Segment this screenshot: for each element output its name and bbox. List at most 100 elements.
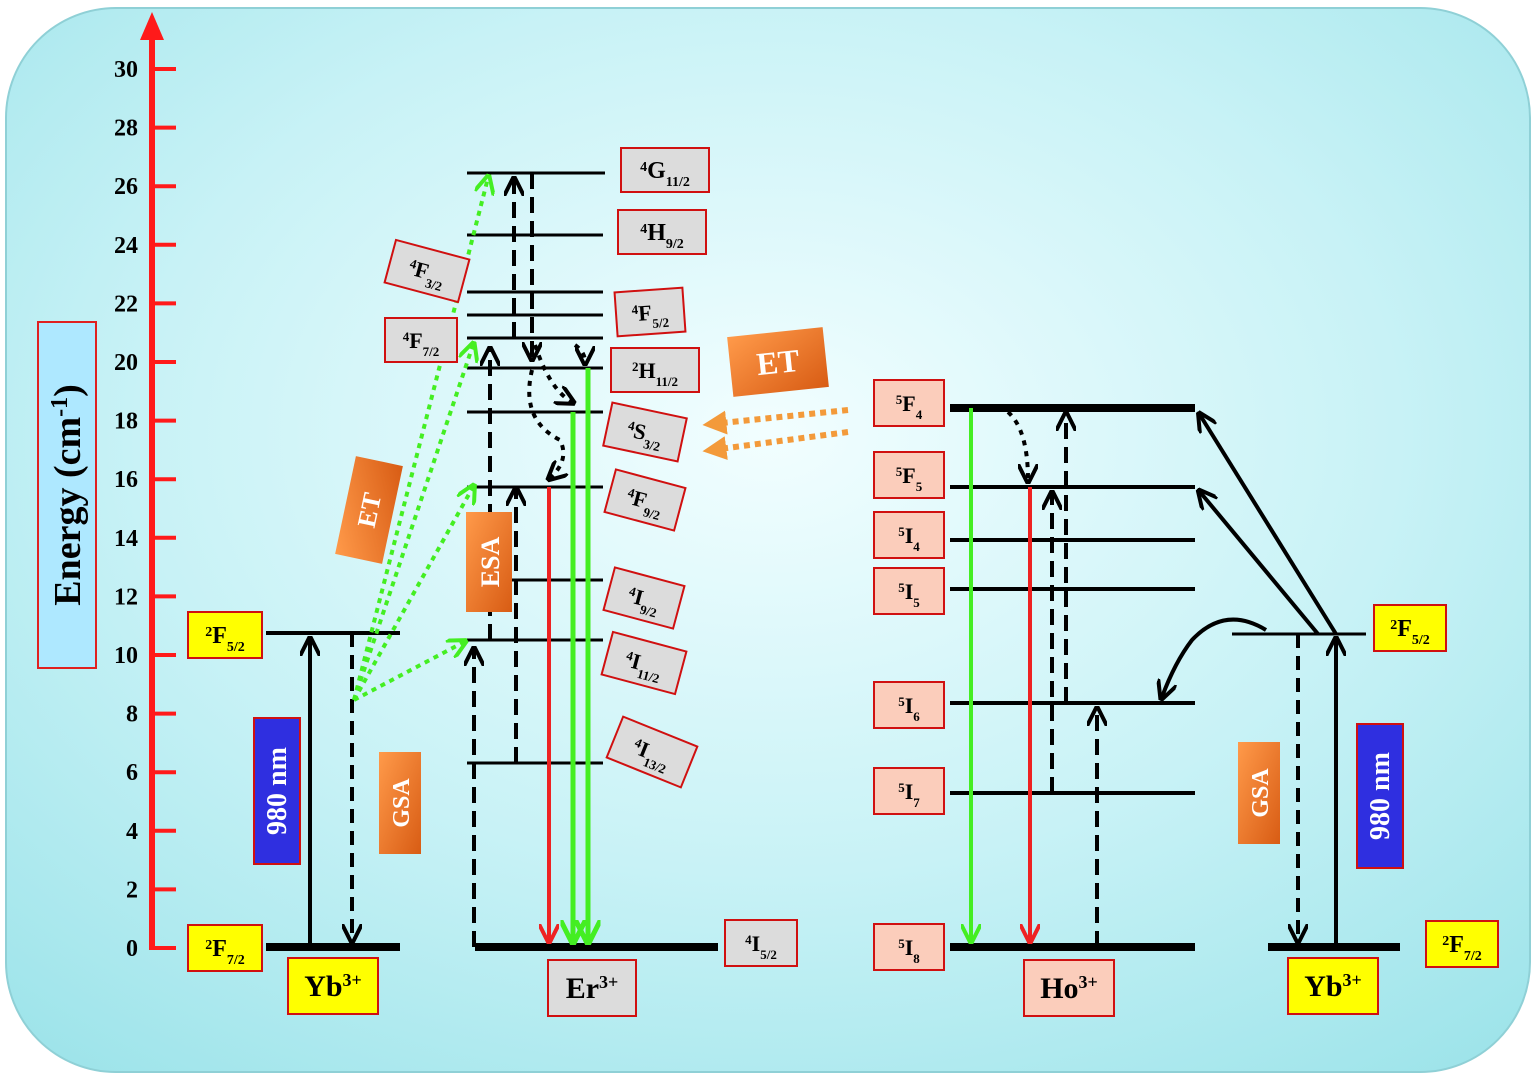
- svg-text:5I6: 5I6: [898, 693, 920, 724]
- ion-charge: 3+: [599, 972, 618, 992]
- er-label-4h9: 4H9/2: [617, 209, 707, 255]
- svg-text:Ho3+: Ho3+: [1040, 972, 1098, 1005]
- axis-tick-label: 24: [114, 233, 138, 259]
- term-main: F: [412, 256, 431, 284]
- wavelength-label: 980 nm: [262, 747, 293, 835]
- svg-text:5I7: 5I7: [898, 779, 920, 810]
- term-sub: 7/2: [227, 953, 245, 968]
- term-main: F: [630, 485, 649, 513]
- term-sub: 9/2: [666, 237, 684, 252]
- axis-tick-label: 30: [114, 57, 138, 83]
- axis-title: Energy (cm-1): [37, 321, 97, 669]
- svg-text:4F5/2: 4F5/2: [631, 299, 670, 332]
- term-prefix: 5: [898, 580, 905, 595]
- term-prefix: 4: [631, 301, 639, 316]
- ion-label-yb-left: Yb3+: [287, 957, 379, 1015]
- svg-text:4S3/2: 4S3/2: [624, 417, 665, 454]
- term-prefix: 2: [205, 625, 212, 640]
- term-main: I: [905, 579, 914, 604]
- wavelength-box-right: 980 nm: [1356, 723, 1404, 869]
- term-sub: 8: [913, 951, 920, 966]
- ion-charge: 3+: [343, 970, 362, 990]
- term-sub: 7/2: [423, 344, 440, 359]
- term-main: F: [1397, 616, 1412, 642]
- axis-tick-label: 12: [114, 584, 138, 610]
- gsa-box-left: GSA: [379, 752, 421, 854]
- ion-name: Ho: [1040, 972, 1078, 1005]
- term-prefix: 2: [205, 938, 212, 953]
- ion-name: Yb: [1304, 970, 1342, 1003]
- gsa-label: GSA: [389, 778, 415, 828]
- term-main: S: [631, 418, 648, 445]
- svg-text:5F5: 5F5: [896, 463, 923, 494]
- term-prefix: 4: [403, 329, 410, 344]
- svg-text:4I11/2: 4I11/2: [621, 647, 665, 686]
- er-label-4f5: 4F5/2: [613, 286, 687, 338]
- svg-text:Energy (cm-1): Energy (cm-1): [47, 384, 89, 606]
- ion-charge: 3+: [1343, 970, 1362, 990]
- er-label-4f7: 4F7/2: [384, 317, 458, 363]
- term-main: I: [905, 935, 914, 960]
- axis-tick-label: 8: [126, 702, 138, 728]
- ion-name: Yb: [304, 970, 342, 1003]
- term-prefix: 2: [1442, 934, 1449, 949]
- et-label: ET: [352, 490, 388, 530]
- yb-right-lower-label: 2F7/2: [1425, 920, 1499, 968]
- term-main: I: [905, 779, 914, 804]
- axis-tick-label: 20: [114, 350, 138, 376]
- term-main: I: [752, 931, 761, 956]
- axis-tick-label: 16: [114, 467, 138, 493]
- yb-left-levels: [266, 631, 400, 951]
- term-sub: 5/2: [760, 947, 777, 962]
- er-label-2h11: 2H11/2: [610, 347, 700, 393]
- svg-text:2H11/2: 2H11/2: [632, 358, 678, 389]
- axis-title-unit-sup: -1: [47, 397, 73, 417]
- wavelength-box-left: 980 nm: [253, 717, 301, 865]
- yb-left-lower-label: 2F7/2: [187, 924, 263, 972]
- ho-levels: [950, 404, 1195, 951]
- term-main: I: [905, 523, 914, 548]
- ho-label-5i6: 5I6: [873, 681, 945, 729]
- svg-text:4I9/2: 4I9/2: [624, 582, 663, 620]
- term-sub: 5/2: [652, 314, 670, 330]
- term-sub: 3/2: [424, 275, 444, 294]
- svg-text:5I8: 5I8: [898, 935, 920, 966]
- term-main: H: [647, 220, 666, 246]
- axis-tick-label: 14: [114, 526, 138, 552]
- background-panel: [5, 7, 1531, 1073]
- er-label-4f3: 4F3/2: [383, 238, 471, 304]
- er-label-4i9: 4I9/2: [602, 566, 686, 630]
- ho-label-5i8: 5I8: [873, 923, 945, 971]
- er-label-4i13: 4I13/2: [605, 715, 699, 789]
- et-box-center: ET: [727, 327, 829, 397]
- er-label-4g11: 4G11/2: [620, 147, 710, 193]
- term-prefix: 4: [640, 222, 647, 237]
- term-sub: 7/2: [1464, 949, 1482, 964]
- term-prefix: 5: [898, 524, 905, 539]
- term-prefix: 4: [745, 932, 752, 947]
- axis-tick-label: 22: [114, 291, 138, 317]
- svg-text:5I5: 5I5: [898, 579, 920, 610]
- term-main: F: [902, 463, 915, 488]
- term-prefix: 2: [632, 359, 639, 374]
- term-prefix: 5: [898, 936, 905, 951]
- term-main: F: [212, 936, 227, 962]
- svg-text:5F4: 5F4: [896, 391, 923, 422]
- er-label-4f9: 4F9/2: [603, 468, 687, 532]
- term-main: G: [647, 158, 666, 184]
- term-prefix: 2: [1390, 618, 1397, 633]
- term-sub: 6: [913, 709, 920, 724]
- axis-tick-label: 2: [126, 877, 138, 903]
- term-sub: 3/2: [642, 436, 661, 454]
- term-prefix: 5: [898, 780, 905, 795]
- term-prefix: 5: [896, 464, 903, 479]
- axis-tick-label: 0: [126, 936, 138, 962]
- ion-charge: 3+: [1079, 972, 1098, 992]
- esa-box: ESA: [466, 512, 512, 612]
- term-prefix: 4: [640, 160, 647, 175]
- ion-label-er: Er3+: [547, 959, 637, 1017]
- term-main: F: [409, 328, 422, 353]
- term-sub: 5: [913, 595, 920, 610]
